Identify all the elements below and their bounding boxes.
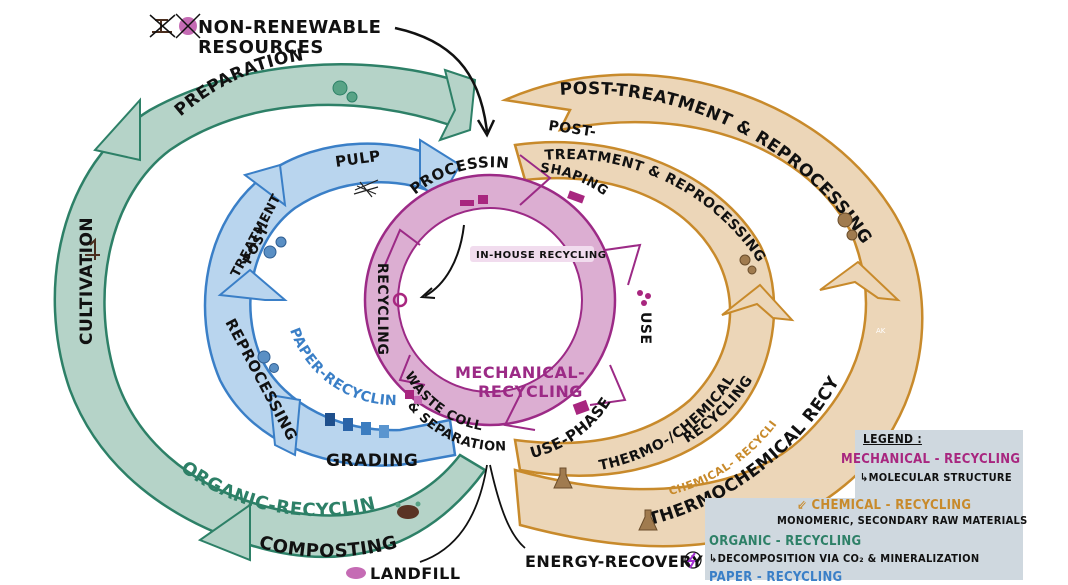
flask-icon bbox=[638, 509, 658, 531]
crossed-out-plant-icon bbox=[149, 14, 176, 38]
legend-chemical-desc: MONOMERIC, SECONDARY RAW MATERIALS bbox=[777, 514, 1028, 527]
non-renewable-line1: NON-RENEWABLE bbox=[198, 17, 381, 38]
legend-organic: ORGANIC - RECYCLING bbox=[709, 534, 862, 549]
recycle-icon bbox=[392, 292, 408, 308]
artist-signature: AK bbox=[876, 327, 886, 335]
bins-icon bbox=[405, 390, 422, 404]
gears-icon bbox=[263, 236, 287, 259]
gears-icon bbox=[257, 350, 279, 373]
input-arrowhead bbox=[476, 119, 496, 138]
legend-paper: PAPER - RECYCLING bbox=[709, 570, 843, 585]
bins-icon bbox=[325, 413, 389, 438]
paper-recycling-ring bbox=[203, 138, 462, 467]
machine-icon bbox=[460, 195, 488, 206]
thermo-chemical-inner-ring bbox=[513, 140, 795, 477]
gears-icon bbox=[332, 80, 358, 103]
energy-arrow bbox=[489, 464, 526, 549]
in-house-badge bbox=[470, 246, 594, 262]
non-renewable-line2: RESOURCES bbox=[198, 37, 324, 58]
mold-icon bbox=[567, 190, 585, 204]
legend-background-bottom bbox=[705, 498, 1023, 580]
legend-organic-desc: ↳DECOMPOSITION VIA CO₂ & MINERALIZATION bbox=[709, 552, 980, 565]
crossed-out-recycle-icon bbox=[175, 13, 201, 39]
flask-icon bbox=[553, 467, 573, 489]
use-label: USE bbox=[637, 312, 653, 345]
cultivation-label: CULTIVATION bbox=[77, 217, 97, 345]
input-arrow bbox=[394, 26, 489, 133]
in-house-recycling-label: IN-HOUSE RECYCLING bbox=[476, 250, 607, 261]
legend-mechanical: MECHANICAL - RECYCLING bbox=[841, 452, 1021, 467]
people-icon bbox=[637, 290, 651, 306]
in-house-arrow bbox=[424, 224, 465, 297]
inner-post-line1: POST- bbox=[547, 118, 597, 141]
legend-title: LEGEND : bbox=[863, 432, 922, 446]
gears-icon bbox=[837, 212, 858, 241]
in-house-arrowhead bbox=[419, 287, 436, 299]
energy-recovery-label: ENERGY-RECOVERY bbox=[525, 552, 703, 571]
gears-icon bbox=[739, 254, 757, 275]
landfill-icon bbox=[346, 567, 366, 579]
compost-soil-icon bbox=[395, 501, 421, 519]
legend-mechanical-desc: ↳MOLECULAR STRUCTURE bbox=[860, 471, 1012, 484]
sprout-icon bbox=[85, 237, 100, 260]
landfill-label: LANDFILL bbox=[370, 564, 461, 580]
legend-background-top bbox=[855, 430, 1023, 500]
legend-chemical: ⇙ CHEMICAL - RECYCLING bbox=[797, 498, 972, 513]
organic-recycling-ring bbox=[53, 63, 487, 562]
mechanical-recycling-line2: RECYCLING bbox=[478, 382, 583, 401]
calendar-icon bbox=[572, 399, 590, 416]
landfill-arrow bbox=[419, 464, 488, 563]
fibers-icon bbox=[353, 179, 379, 198]
recycling-label: RECYCLING bbox=[374, 263, 390, 355]
lightning-bolt-icon bbox=[684, 551, 702, 569]
grading-label: GRADING bbox=[326, 451, 418, 471]
legend: LEGEND : MECHANICAL - RECYCLING ↳MOLECUL… bbox=[705, 430, 1027, 585]
mechanical-recycling-line1: MECHANICAL- bbox=[455, 363, 585, 382]
